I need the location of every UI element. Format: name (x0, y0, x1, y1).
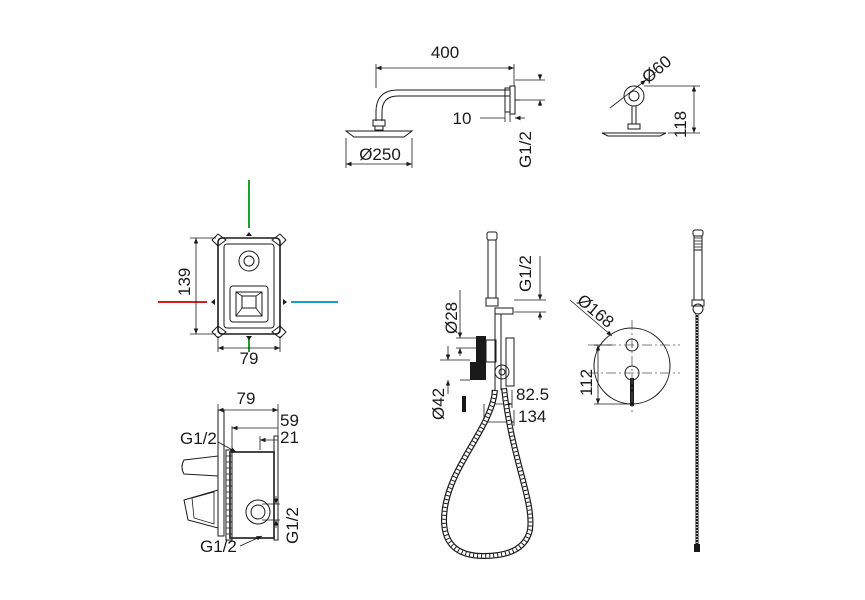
dim-plate-diameter: Ø168 (573, 291, 617, 332)
dim-side-thread-top: G1/2 (180, 429, 217, 448)
dim-side-59: 59 (280, 411, 299, 430)
dim-side-21: 21 (280, 428, 299, 447)
arm-end-view: Ø60 118 (601, 52, 700, 138)
hand-shower-assembly: G1/2 Ø28 Ø42 82.5 134 (429, 231, 549, 560)
shower-arm-side-view: 400 Ø250 10 G1/2 (344, 43, 545, 168)
dim-bracket-thread: G1/2 (516, 255, 535, 292)
dim-hose-82-5: 82.5 (516, 385, 549, 404)
dim-bracket-28: Ø28 (442, 302, 461, 334)
valve-box-front-view: 139 79 (158, 180, 338, 368)
dim-hose-134: 134 (518, 407, 546, 426)
dim-side-thread-bottom: G1/2 (200, 537, 237, 556)
dim-side-thread-right: G1/2 (283, 507, 302, 544)
dim-box-width: 79 (240, 349, 259, 368)
hand-shower-side-profile (691, 229, 705, 552)
dim-plate-112: 112 (577, 369, 596, 396)
valve-box-side-view: 79 59 21 G1/2 G1/2 G1/2 (180, 389, 302, 556)
dim-arm-length: 400 (431, 43, 459, 62)
dim-arm-offset: 10 (453, 109, 472, 128)
dim-head-diameter: Ø250 (359, 145, 401, 164)
dim-arm-thread: G1/2 (516, 131, 535, 168)
dim-bracket-42: Ø42 (429, 388, 448, 420)
wall-plate-front-view: Ø168 112 (569, 291, 680, 412)
dim-flange-height: 118 (671, 111, 690, 138)
dim-side-width: 79 (237, 389, 256, 408)
dim-box-height: 139 (175, 268, 194, 296)
